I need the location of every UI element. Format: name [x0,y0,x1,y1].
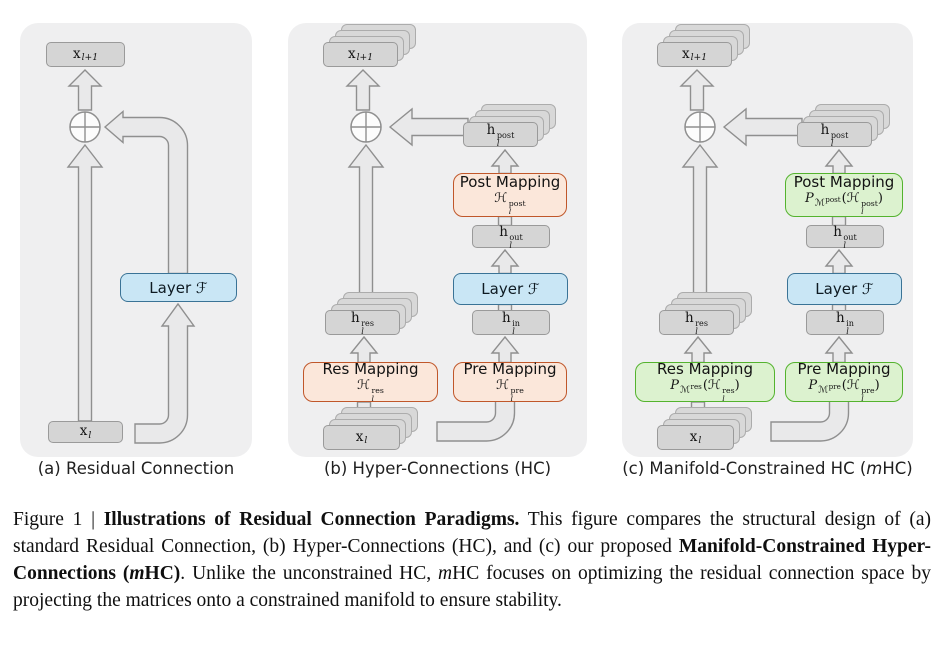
res-mapping-title: Res Mapping [657,360,753,379]
box-x-next-label: xl+1 [347,45,374,64]
input-to-layer-arrow [134,302,196,444]
layer-to-sum-arrow [103,109,189,275]
box-x-next: xl+1 [46,42,125,67]
post-to-sum-arrow [722,107,803,147]
layer-label: Layer ℱ [149,278,208,297]
layer-label: Layer ℱ [481,280,540,298]
box-layer-f: Layer ℱ [453,273,568,305]
box-x-current: xl [323,425,400,450]
add-operator-icon [350,111,382,143]
box-x-next: xl+1 [323,42,398,67]
pre-mapping-title: Pre Mapping [797,360,891,379]
add-operator-icon [684,111,716,143]
pre-mapping-title: Pre Mapping [463,360,557,379]
layer-out-arrow [490,248,520,275]
pre-mapping-arrow [824,335,854,364]
box-x-current-label: xl [355,428,368,447]
panel-residual-connection: xl+1 xl Layer ℱ [20,23,252,457]
output-arrow [67,69,103,111]
box-layer-f: Layer ℱ [787,273,902,305]
box-x-current-label: xl [689,428,702,447]
post-to-sum-arrow [388,107,469,147]
panel-c-label: (c) Manifold-Constrained HC (mHC) [622,459,913,478]
residual-up-arrow [347,143,385,306]
residual-up-arrow [681,143,719,306]
panel-a-label: (a) Residual Connection [37,459,235,478]
panel-b-label: (b) Hyper-Connections (HC) [323,459,552,478]
output-arrow [679,69,715,111]
res-mapping-arrow [683,335,713,364]
box-x-next-label: xl+1 [72,45,99,64]
layer-label: Layer ℱ [815,280,874,298]
box-x-current: xl [48,421,123,443]
pre-mapping-arrow [490,335,520,364]
post-mapping-arrow [490,148,520,175]
input-to-pre-arrow [770,400,850,442]
add-operator-icon [69,111,101,143]
res-mapping-arrow [349,335,379,364]
input-to-pre-arrow [436,400,516,442]
residual-up-arrow [66,143,104,422]
output-arrow [345,69,381,111]
box-x-current: xl [657,425,734,450]
post-mapping-title: Post Mapping [459,173,561,192]
post-mapping-title: Post Mapping [793,173,895,192]
box-x-next: xl+1 [657,42,732,67]
layer-out-arrow [824,248,854,275]
res-mapping-title: Res Mapping [322,360,419,379]
box-x-next-label: xl+1 [681,45,708,64]
wires-panel-a [66,69,196,444]
box-layer-f: Layer ℱ [120,273,237,302]
post-mapping-arrow [824,148,854,175]
figure-caption: Figure 1 | Illustrations of Residual Con… [13,509,932,611]
box-x-current-label: xl [79,423,92,441]
